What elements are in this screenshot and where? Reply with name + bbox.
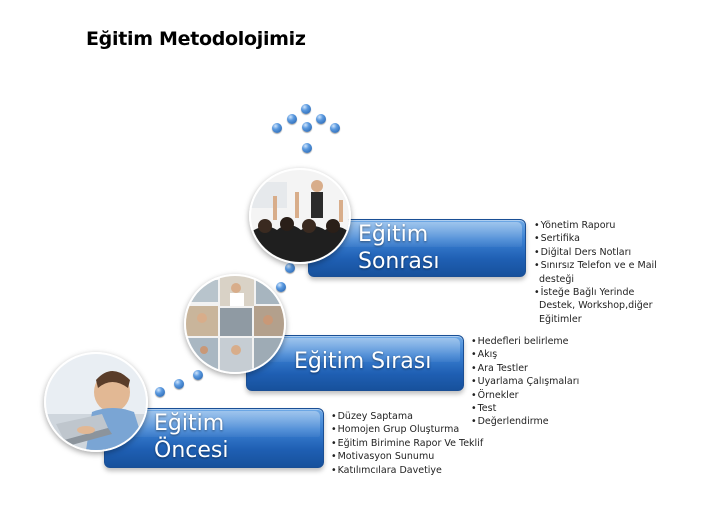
connector-dot xyxy=(272,123,282,133)
list-item: Ara Testler xyxy=(471,362,621,375)
step-label-line: Eğitim xyxy=(358,222,429,247)
list-item: Akış xyxy=(471,348,621,361)
step-label-egitim-oncesi: Eğitim Öncesi xyxy=(154,410,228,464)
connector-dot xyxy=(316,114,326,124)
list-item: Diğital Ders Notları xyxy=(534,246,666,259)
photo-business-collage xyxy=(184,274,286,374)
photo-business-collage-image xyxy=(186,276,284,372)
list-item: Homojen Grup Oluşturma xyxy=(331,423,511,436)
connector-dot xyxy=(155,387,165,397)
photo-person-typing xyxy=(44,352,148,452)
connector-dot xyxy=(193,370,203,380)
step-label-line: Öncesi xyxy=(154,438,229,463)
list-item: İsteğe Bağlı Yerinde Destek, Workshop,di… xyxy=(534,286,666,326)
step-label-line: Eğitim xyxy=(154,411,225,436)
list-item: Örnekler xyxy=(471,389,621,402)
photo-audience-hands xyxy=(249,168,351,264)
page-title: Eğitim Metodolojimiz xyxy=(86,28,306,50)
list-item: Yönetim Raporu xyxy=(534,219,666,232)
photo-audience-hands-image xyxy=(251,170,349,262)
step-label-line: Sonrası xyxy=(358,249,440,274)
connector-dot xyxy=(302,143,312,153)
list-item: Sınırsız Telefon ve e Mail desteği xyxy=(534,259,666,286)
bullet-list-egitim-sonrasi: Yönetim Raporu Sertifika Diğital Ders No… xyxy=(534,219,666,326)
connector-dot xyxy=(285,263,295,273)
connector-dot xyxy=(287,114,297,124)
step-bar-egitim-sirasi xyxy=(246,335,464,391)
list-item: Düzey Saptama xyxy=(331,410,511,423)
bullet-list-egitim-sirasi: Hedefleri belirleme Akış Ara Testler Uya… xyxy=(471,335,621,429)
step-label-egitim-sirasi: Eğitim Sırası xyxy=(294,348,431,375)
step-label-egitim-sonrasi: Eğitim Sonrası xyxy=(358,221,439,275)
connector-dot xyxy=(276,282,286,292)
list-item: Eğitim Birimine Rapor Ve Teklif xyxy=(331,437,511,450)
list-item: Uyarlama Çalışmaları xyxy=(471,375,621,388)
list-item: Değerlendirme xyxy=(471,415,621,428)
connector-dot xyxy=(301,104,311,114)
step-label-line: Eğitim Sırası xyxy=(294,349,432,374)
list-item: Hedefleri belirleme xyxy=(471,335,621,348)
photo-person-typing-image xyxy=(46,354,146,450)
connector-dot xyxy=(330,123,340,133)
list-item: Katılımcılara Davetiye xyxy=(331,464,511,477)
list-item: Sertifika xyxy=(534,232,666,245)
connector-dot xyxy=(302,122,312,132)
bullet-list-egitim-oncesi: Düzey Saptama Homojen Grup Oluşturma Eği… xyxy=(331,410,511,477)
list-item: Test xyxy=(471,402,621,415)
connector-dot xyxy=(174,379,184,389)
list-item: Motivasyon Sunumu xyxy=(331,450,511,463)
